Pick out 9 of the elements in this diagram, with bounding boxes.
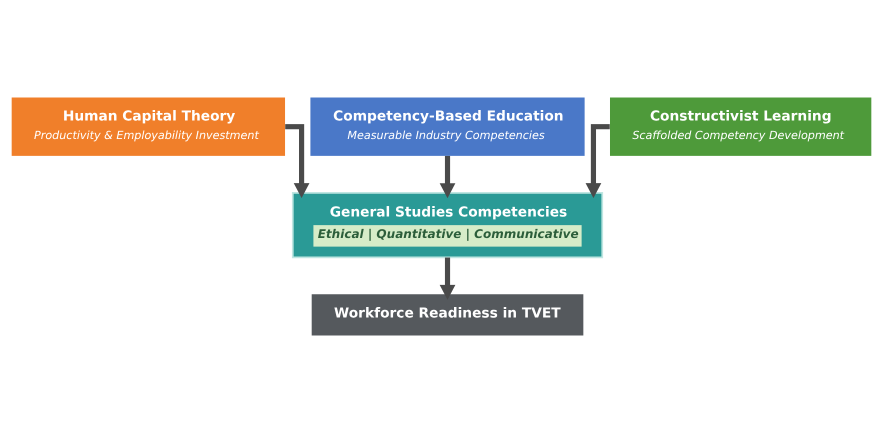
arrow — [440, 156, 456, 198]
node-box: Human Capital Theory Productivity & Employability Investment — [12, 97, 286, 156]
node-box: Constructivist Learning Scaffolded Competency Development — [610, 97, 872, 156]
arrow — [586, 124, 610, 198]
node-box: General Studies Competencies Ethical | Quantitative | Communicative — [292, 192, 604, 258]
arrow — [285, 124, 310, 198]
arrow — [440, 258, 456, 300]
node-box: Workforce Readiness in TVET — [312, 294, 584, 336]
node-box: Competency-Based Education Measurable Industry Competencies — [310, 97, 585, 156]
